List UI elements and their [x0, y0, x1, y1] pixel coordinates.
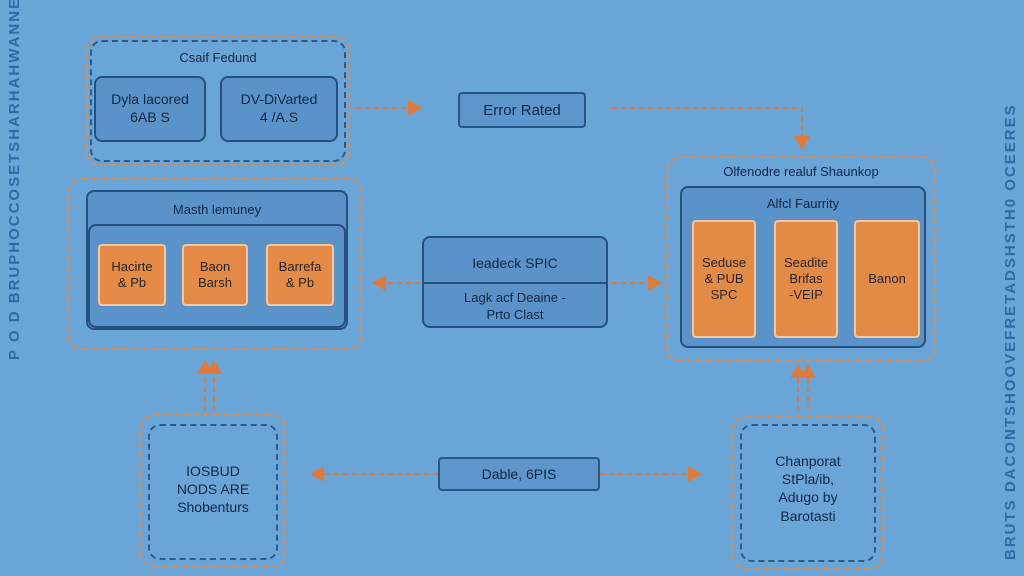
arrow-error-to-right — [612, 107, 810, 150]
right-item-2: Seadite Brifas -VEIP — [774, 220, 838, 338]
top-left-title: Csaif Fedund — [179, 50, 257, 65]
center-box-divider — [424, 282, 606, 284]
top-left-box-1: Dyla lacored 6AB S — [94, 76, 206, 142]
bottom-center-box: Dable, 6PIS — [438, 457, 600, 491]
bottom-left-group — [140, 414, 286, 568]
center-box-bottom: Lagk acf Deaine - Prto Clast — [464, 290, 566, 322]
middle-left-item-3: Barrefa & Pb — [266, 244, 334, 306]
middle-left-title: Masth lemuney — [172, 202, 262, 217]
error-rated-box: Error Rated — [458, 92, 586, 128]
right-group-subtitle: Alfcl Faurrity — [766, 196, 840, 211]
bottom-left-text: IOSBUD NODS ARE Shobenturs — [176, 463, 250, 516]
bottom-left-group-inner — [148, 424, 278, 560]
top-left-group — [86, 36, 350, 166]
top-left-box-2: DV-DiVarted 4 /A.S — [220, 76, 338, 142]
bottom-right-group — [732, 416, 884, 570]
bottom-right-group-inner — [740, 424, 876, 562]
middle-left-group — [68, 178, 362, 350]
middle-left-item-2: Baon Barsh — [182, 244, 248, 306]
right-group-title: Olfenodre realuf Shaunkop — [723, 164, 879, 179]
center-box-top: Ieadeck SPIC — [472, 255, 558, 271]
middle-left-item-1: Hacirte & Pb — [98, 244, 166, 306]
right-item-1: Seduse & PUB SPC — [692, 220, 756, 338]
bottom-right-text: Chanporat StPla/ib, Adugo by Barotasti — [775, 453, 841, 524]
right-group — [666, 156, 936, 362]
right-item-3: Banon — [854, 220, 920, 338]
top-left-group-inner — [90, 40, 346, 162]
